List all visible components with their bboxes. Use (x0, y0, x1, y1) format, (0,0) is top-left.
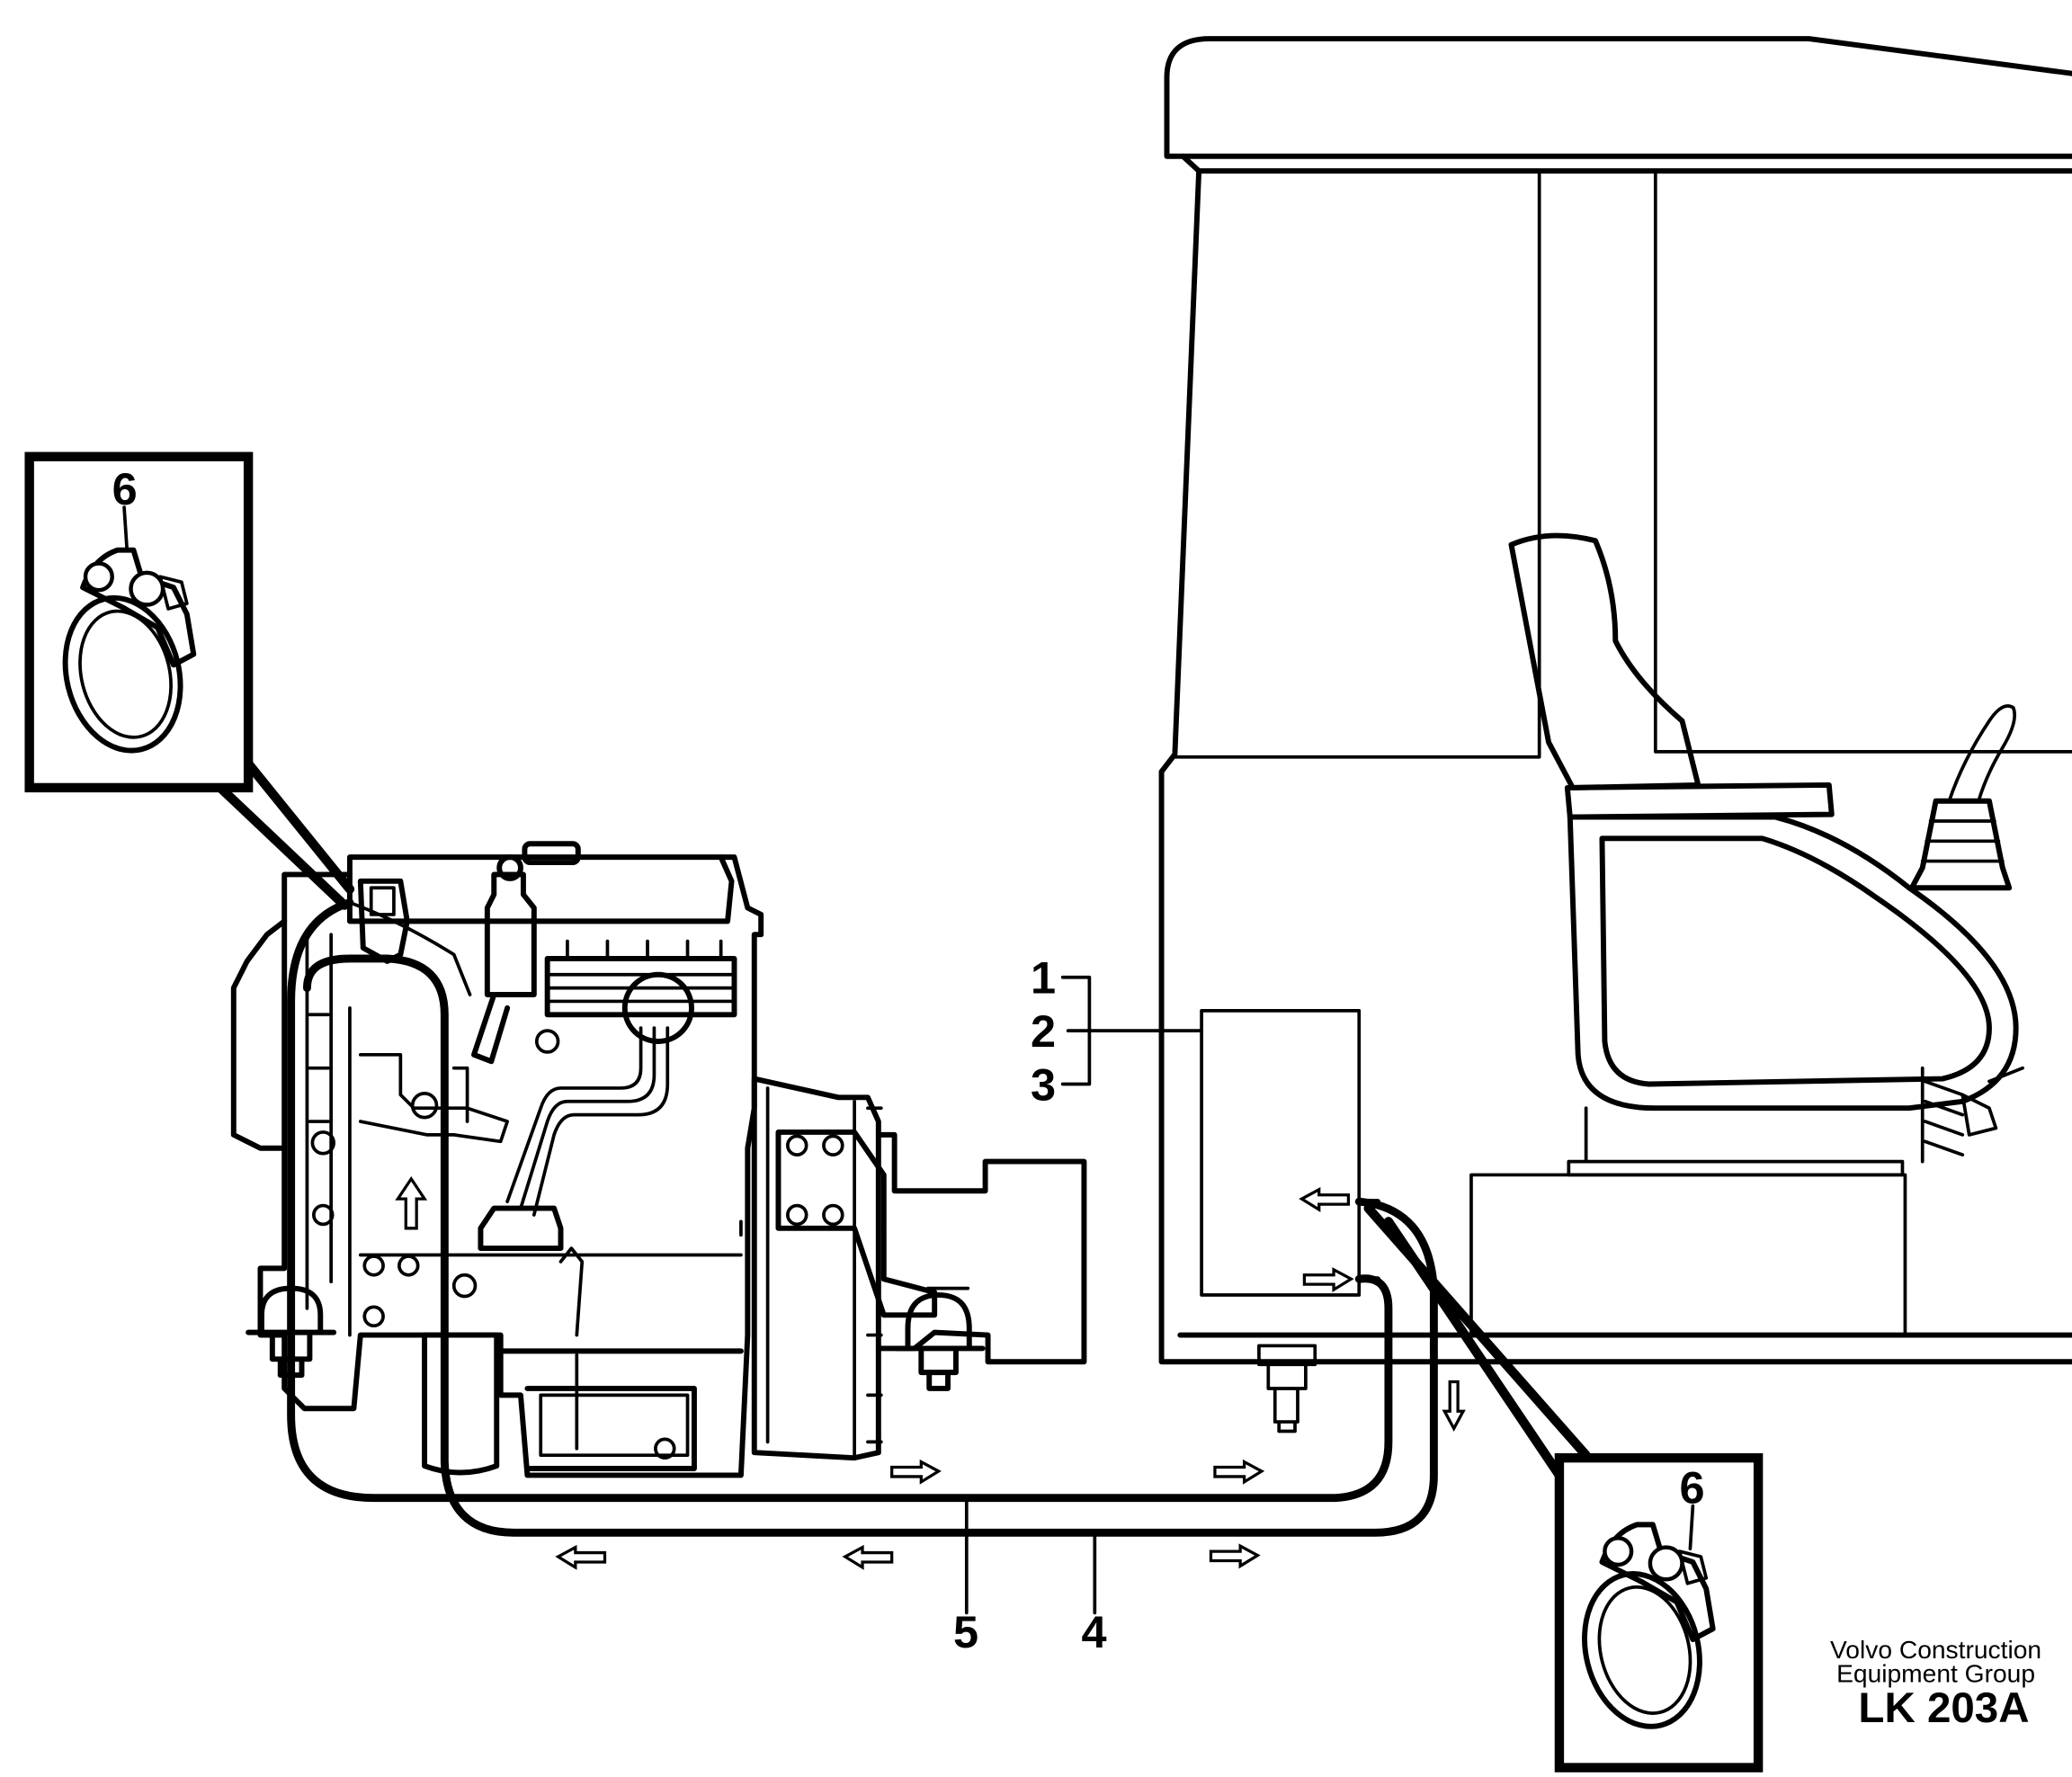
engine-fan-housing (230, 918, 288, 1151)
inset-top-leader (215, 759, 355, 910)
flow-arrow-hose4-b (842, 1544, 894, 1570)
hose-5-supply (287, 898, 1393, 1503)
cab-front-pillar (1158, 153, 2072, 1365)
bolt-c (310, 1130, 335, 1156)
drawing-code: LK 203A (1858, 1684, 2029, 1732)
flow-arrow-down (1442, 1380, 1466, 1432)
label-item-1: 1 (1031, 952, 1056, 1004)
bolt-f (397, 1255, 420, 1277)
injection-pump (478, 1205, 564, 1252)
pump-mount-bolts (866, 1106, 970, 1444)
seat-suspension (1584, 1066, 1965, 1164)
inset-top-label-leader (122, 505, 129, 549)
callout-bracket-123 (1060, 975, 1203, 1086)
credit-line-2: Equipment Group (1836, 1659, 2035, 1688)
flow-arrow-heater-out (1302, 1267, 1354, 1293)
credit-block: Volvo Construction Equipment Group LK 20… (1830, 1635, 2041, 1732)
oil-pan (497, 1348, 744, 1472)
joystick-boot (1908, 798, 2013, 891)
oil-filler-cap (522, 841, 581, 866)
hose-4-return (302, 954, 1438, 1537)
callouts: 1 2 3 5 4 6 6 (112, 463, 1705, 1657)
bracket-bolt-1 (786, 1134, 808, 1157)
operator-seat (1508, 532, 2024, 1164)
bracket-bolt-4 (822, 1203, 844, 1227)
detail-inset-bottom (1363, 1203, 1764, 1773)
flow-arrow-hose5-b (1213, 1459, 1265, 1485)
flywheel-housing (751, 1076, 881, 1461)
label-item-6-top: 6 (112, 463, 138, 514)
flow-arrow-hose5-a (890, 1459, 942, 1485)
hydraulic-pump-assembly (751, 1076, 1087, 1461)
armrest-inner (1599, 835, 1992, 1087)
bolt-h (451, 1272, 478, 1299)
joystick-ribs (1920, 819, 2005, 863)
cab-door-frame (1173, 169, 2072, 759)
seat-base (1469, 1173, 1907, 1337)
inset-bottom-label-leader (1688, 1504, 1695, 1550)
inset-top-frame (24, 451, 254, 793)
bolt-i (654, 1437, 676, 1460)
pump-mount (894, 1292, 986, 1391)
hose-clamp-icon-bottom (1582, 1522, 1716, 1729)
floor-valve (1257, 1344, 1317, 1433)
seat-backrest (1508, 532, 1701, 790)
fuel-filter (484, 871, 537, 997)
inset-bottom-frame (1554, 1452, 1764, 1773)
flow-arrows (555, 1187, 1466, 1570)
label-item-6-bottom: 6 (1680, 1462, 1705, 1514)
hose-clamp-icon (62, 547, 197, 754)
pump-bracket (775, 1129, 938, 1318)
label-item-4: 4 (1081, 1606, 1106, 1657)
oil-filter (422, 1332, 500, 1476)
bolt-g (362, 1305, 385, 1328)
fuel-filter-cap (496, 854, 523, 881)
injection-pump-cover (621, 971, 694, 1044)
flow-arrow-hose4-c (1209, 1543, 1261, 1569)
seat-adjust-lever (1960, 1066, 2024, 1137)
flow-arrow-heater-in (1299, 1187, 1351, 1212)
flow-arrow-engine-up (395, 1175, 428, 1230)
crankcase-line (358, 1219, 743, 1257)
operator-cab (1158, 36, 2072, 1365)
heater-box (1200, 1008, 1362, 1297)
bracket-bolt-2 (822, 1134, 844, 1157)
inset-bottom-leader (1363, 1203, 1591, 1480)
seat-platform (1567, 1159, 1905, 1177)
bolt-b (534, 1029, 560, 1054)
thermostat-housing (357, 878, 410, 964)
bolt-d (312, 1203, 335, 1227)
bolt-a (410, 1092, 439, 1120)
label-item-3: 3 (1031, 1058, 1056, 1110)
flow-arrow-hose4-a (555, 1544, 607, 1570)
label-item-5: 5 (953, 1606, 978, 1657)
engine-belt (305, 933, 334, 1310)
fuel-filter-outlet (471, 992, 511, 1065)
heater-unit (1200, 1008, 1381, 1433)
engine-hose-stub (348, 900, 472, 996)
injector-pipes (505, 1026, 670, 1217)
dipstick (539, 1246, 690, 1458)
hydraulic-pump (875, 1131, 1087, 1365)
bracket-bolt-3 (786, 1203, 808, 1227)
flywheel-housing-inner (765, 1086, 856, 1458)
intake-manifold-ribs (545, 939, 737, 1004)
heater-hoses (287, 898, 1438, 1537)
label-item-2: 2 (1031, 1005, 1056, 1057)
seat-cushion (1564, 781, 1835, 820)
cab-roof (1164, 36, 2072, 159)
detail-inset-top (24, 451, 355, 910)
engine (230, 841, 764, 1478)
armrest-outer (1567, 814, 2019, 1112)
joystick-lever (1947, 704, 2017, 803)
credit-line-1: Volvo Construction (1830, 1635, 2041, 1664)
bolt-e (362, 1255, 385, 1277)
thermostat-bolt (369, 886, 396, 916)
